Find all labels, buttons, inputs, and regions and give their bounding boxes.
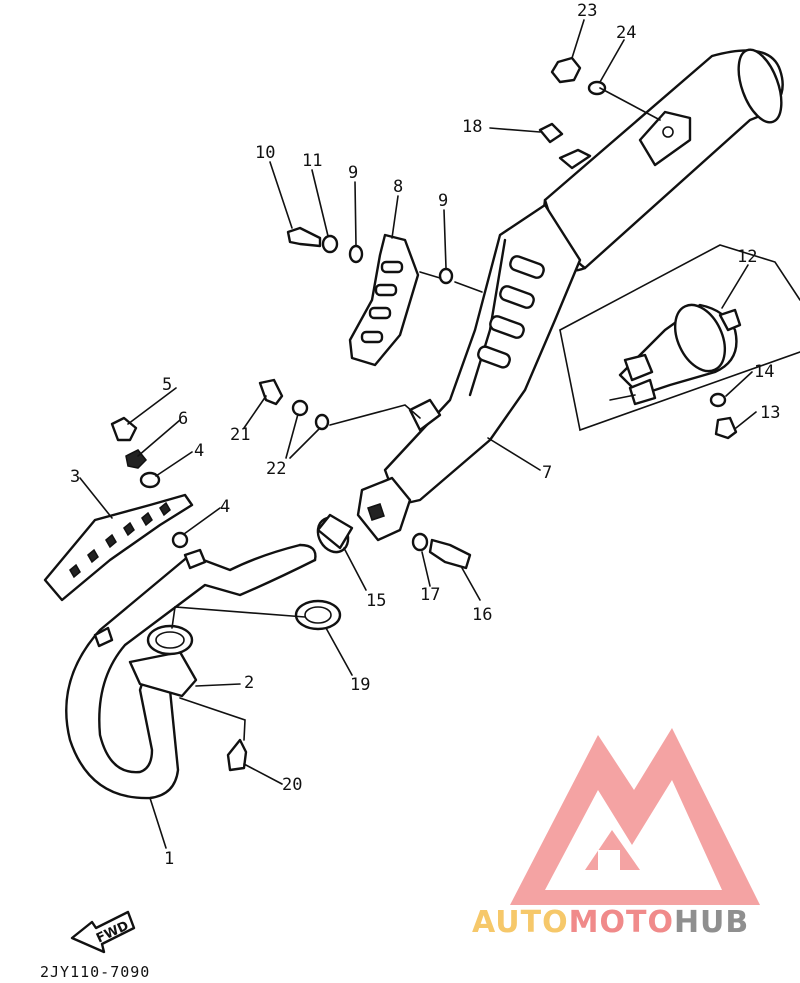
part-label-3: 3 xyxy=(70,467,80,487)
part-label-21: 21 xyxy=(230,425,250,445)
part-label-4b: 4 xyxy=(220,497,230,517)
bolt-13 xyxy=(714,416,738,440)
part-label-12: 12 xyxy=(737,247,757,267)
bolt-16 xyxy=(428,538,472,570)
part-label-13: 13 xyxy=(760,403,780,423)
watermark-text: AUTOMOTOHUB xyxy=(472,905,749,940)
washer-22 xyxy=(291,399,330,431)
washer-4 xyxy=(139,471,161,489)
spring-washer-11 xyxy=(321,234,339,254)
washer-17 xyxy=(411,532,429,552)
leader-lines xyxy=(79,19,757,849)
part-label-9b: 9 xyxy=(438,191,448,211)
gasket-19 xyxy=(294,599,342,631)
part-label-2: 2 xyxy=(244,673,254,693)
bolt-10 xyxy=(286,226,322,248)
washer-24 xyxy=(587,80,607,96)
part-label-9: 9 xyxy=(348,163,358,183)
part-label-7: 7 xyxy=(542,463,552,483)
exhaust-pipe xyxy=(65,543,317,800)
part-label-5: 5 xyxy=(162,375,172,395)
automotohub-logo-icon xyxy=(510,728,760,905)
part-label-1: 1 xyxy=(164,849,174,869)
part-label-15: 15 xyxy=(366,591,386,611)
watermark-word-hub: HUB xyxy=(674,905,749,940)
drawing-code: 2JY110-7090 xyxy=(40,963,150,981)
forward-arrow-icon: FWD xyxy=(70,910,136,954)
part-label-11: 11 xyxy=(302,151,322,171)
bolt-23 xyxy=(550,56,582,84)
part-label-20: 20 xyxy=(282,775,302,795)
washer-9 xyxy=(348,244,364,264)
damper-18 xyxy=(538,122,564,144)
silencer-pipe xyxy=(356,203,582,542)
nut-6 xyxy=(125,449,148,469)
part-label-14: 14 xyxy=(754,362,774,382)
watermark-word-moto: MOTO xyxy=(569,905,674,940)
bolt-20 xyxy=(226,738,248,772)
part-label-16: 16 xyxy=(472,605,492,625)
part-label-8: 8 xyxy=(393,177,403,197)
heat-protector-upper xyxy=(348,233,420,367)
part-label-17: 17 xyxy=(420,585,440,605)
watermark-word-auto: AUTO xyxy=(472,905,569,940)
part-label-19: 19 xyxy=(350,675,370,695)
washer-14 xyxy=(709,392,727,408)
gasket-15 xyxy=(316,513,354,554)
washer-4b xyxy=(171,531,189,549)
part-label-23: 23 xyxy=(577,1,597,21)
part-label-24: 24 xyxy=(616,23,636,43)
part-label-22: 22 xyxy=(266,459,286,479)
part-label-10: 10 xyxy=(255,143,275,163)
part-label-6: 6 xyxy=(178,409,188,429)
spark-arrester xyxy=(559,244,800,432)
part-label-4: 4 xyxy=(194,441,204,461)
muffler xyxy=(538,48,784,272)
part-label-18: 18 xyxy=(462,117,482,137)
washer-9b xyxy=(438,267,454,285)
heat-protector-lower xyxy=(43,493,194,602)
